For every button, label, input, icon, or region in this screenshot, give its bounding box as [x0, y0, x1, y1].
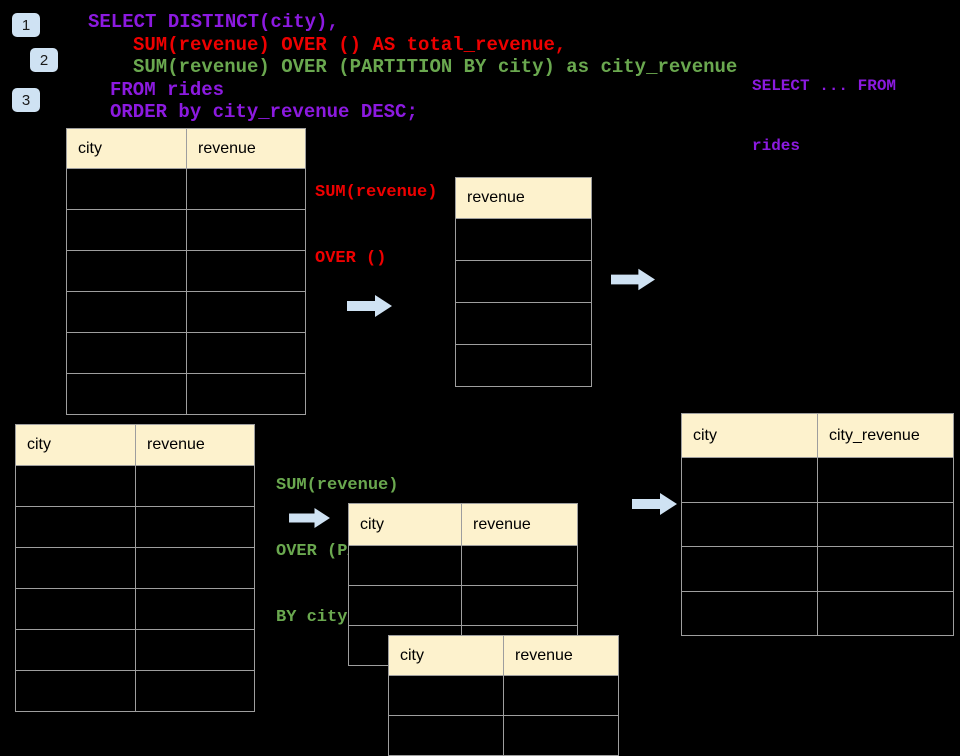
table-cell-empty: [16, 507, 135, 547]
sql-line-sum-over-partition: SUM(revenue) OVER (PARTITION BY city) as…: [133, 56, 738, 78]
sql-line-from: FROM rides: [110, 79, 225, 101]
table-cell-empty: [187, 210, 305, 250]
table-cell-empty: [456, 219, 591, 260]
right-arrow-icon: [347, 295, 392, 317]
step-badge-2: 2: [30, 48, 58, 72]
table-header-city: city: [16, 425, 135, 465]
table-cell-empty: [462, 586, 577, 625]
table-cell-empty: [818, 502, 953, 546]
table-cell-empty: [67, 333, 186, 373]
table-header-city: city: [389, 636, 503, 675]
table-cell-empty: [462, 546, 577, 585]
table-cell-empty: [349, 546, 461, 585]
table-cell-empty: [187, 169, 305, 209]
table-cell-empty: [818, 458, 953, 502]
table-cell-empty: [682, 502, 817, 546]
table-cell-empty: [67, 210, 186, 250]
table-partition-b: city revenue: [388, 635, 619, 756]
table-cell-empty: [818, 591, 953, 635]
table-cell-empty: [187, 251, 305, 291]
table-cell-empty: [67, 251, 186, 291]
table-cell-empty: [136, 589, 254, 629]
table-cell-empty: [456, 261, 591, 302]
table-cell-empty: [349, 586, 461, 625]
table-cell-empty: [818, 547, 953, 591]
step-badge-3: 3: [12, 88, 40, 112]
table-cell-empty: [16, 671, 135, 711]
table-cell-empty: [187, 374, 305, 414]
annotation-sum-over-partition-line1: SUM(revenue): [276, 476, 399, 495]
table-cell-empty: [682, 547, 817, 591]
table-header-revenue: revenue: [136, 425, 254, 465]
table-header-city: city: [349, 504, 461, 545]
table-cell-empty: [456, 303, 591, 344]
table-cell-empty: [389, 676, 503, 715]
table-source-top: city revenue: [66, 128, 306, 415]
table-header-city: city: [682, 414, 817, 457]
sql-line-order-by: ORDER by city_revenue DESC;: [110, 101, 418, 123]
from-rides-note: SELECT ... FROM rides: [752, 36, 896, 176]
table-header-revenue: revenue: [504, 636, 618, 675]
sql-line-select: SELECT DISTINCT(city),: [88, 11, 339, 33]
right-arrow-icon: [632, 493, 677, 515]
table-cell-empty: [16, 466, 135, 506]
table-cell-empty: [67, 169, 186, 209]
slide-canvas: { "badges": { "step1": "1", "step2": "2"…: [12, 11, 954, 756]
step-badge-1: 1: [12, 13, 40, 37]
table-header-city: city: [67, 129, 186, 168]
table-cell-empty: [67, 292, 186, 332]
table-cell-empty: [16, 589, 135, 629]
table-cell-empty: [67, 374, 186, 414]
table-cell-empty: [187, 333, 305, 373]
table-cell-empty: [504, 716, 618, 755]
annotation-sum-over-empty-line1: SUM(revenue): [315, 183, 438, 202]
right-arrow-icon: [611, 268, 655, 291]
table-city-revenue-result: city city_revenue: [681, 413, 954, 636]
table-cell-empty: [456, 345, 591, 386]
right-arrow-icon: [287, 508, 332, 528]
from-rides-note-line2: rides: [752, 137, 801, 155]
table-header-revenue: revenue: [456, 178, 591, 218]
table-header-city-revenue: city_revenue: [818, 414, 953, 457]
from-rides-note-line1: SELECT ... FROM: [752, 77, 897, 95]
table-cell-empty: [136, 630, 254, 670]
sql-line-sum-over-total: SUM(revenue) OVER () AS total_revenue,: [133, 34, 567, 56]
table-header-revenue: revenue: [187, 129, 305, 168]
table-cell-empty: [187, 292, 305, 332]
table-cell-empty: [136, 507, 254, 547]
table-cell-empty: [504, 676, 618, 715]
table-source-bottom: city revenue: [15, 424, 255, 712]
annotation-sum-over-empty: SUM(revenue) OVER (): [315, 138, 437, 292]
table-cell-empty: [16, 548, 135, 588]
table-header-revenue: revenue: [462, 504, 577, 545]
table-cell-empty: [682, 591, 817, 635]
table-cell-empty: [136, 466, 254, 506]
table-cell-empty: [389, 716, 503, 755]
table-cell-empty: [136, 671, 254, 711]
annotation-sum-over-empty-line2: OVER (): [315, 249, 387, 268]
annotation-sum-over-partition-line3: BY city): [276, 608, 358, 627]
table-cell-empty: [16, 630, 135, 670]
table-cell-empty: [682, 458, 817, 502]
table-cell-empty: [136, 548, 254, 588]
table-total-revenue: revenue: [455, 177, 592, 387]
